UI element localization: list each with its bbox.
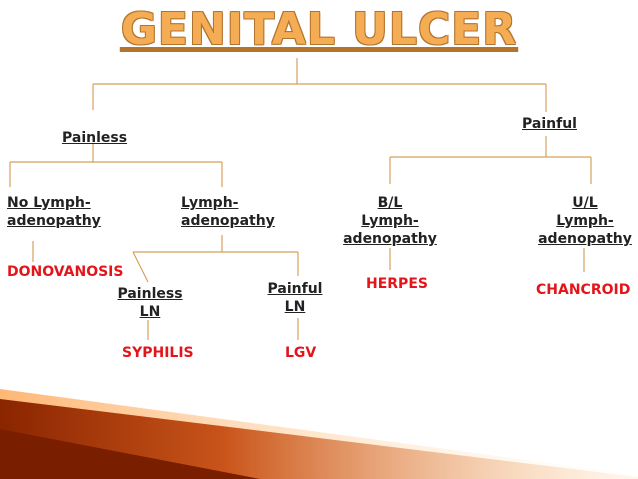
painful-node: Painful xyxy=(522,116,577,132)
diagnosis-lgv: LGV xyxy=(285,345,317,361)
no-lymphadenopathy-line1: No Lymph- xyxy=(7,195,91,211)
bilateral-line2: Lymph- xyxy=(361,213,419,229)
unilateral-lymphadenopathy-node: U/L Lymph- adenopathy xyxy=(535,194,635,248)
bilateral-lymphadenopathy-node: B/L Lymph- adenopathy xyxy=(340,194,440,248)
painful-ln-line1: Painful xyxy=(267,281,323,297)
unilateral-line3: adenopathy xyxy=(538,231,632,247)
unilateral-line2: Lymph- xyxy=(556,213,614,229)
lymphadenopathy-line1: Lymph- xyxy=(181,195,239,211)
lymphadenopathy-node: Lymph- adenopathy xyxy=(181,194,275,230)
painless-ln-line1: Painless xyxy=(117,286,183,302)
bilateral-line3: adenopathy xyxy=(343,231,437,247)
no-lymphadenopathy-line2: adenopathy xyxy=(7,213,101,229)
footer-decoration xyxy=(0,389,638,479)
painless-ln-node: Painless LN xyxy=(110,285,190,321)
unilateral-line1: U/L xyxy=(572,195,598,211)
diagnosis-syphilis: SYPHILIS xyxy=(122,345,194,361)
diagnosis-donovanosis: DONOVANOSIS xyxy=(7,264,124,280)
no-lymphadenopathy-node: No Lymph- adenopathy xyxy=(7,194,101,230)
bilateral-line1: B/L xyxy=(377,195,403,211)
lymphadenopathy-line2: adenopathy xyxy=(181,213,275,229)
painless-node: Painless xyxy=(62,130,128,146)
painful-ln-line2: LN xyxy=(284,299,306,315)
page-title: GENITAL ULCER xyxy=(120,4,518,55)
painful-ln-node: Painful LN xyxy=(260,280,330,316)
diagnosis-herpes: HERPES xyxy=(366,276,428,292)
diagnosis-chancroid: CHANCROID xyxy=(536,282,631,298)
painless-ln-line2: LN xyxy=(139,304,161,320)
